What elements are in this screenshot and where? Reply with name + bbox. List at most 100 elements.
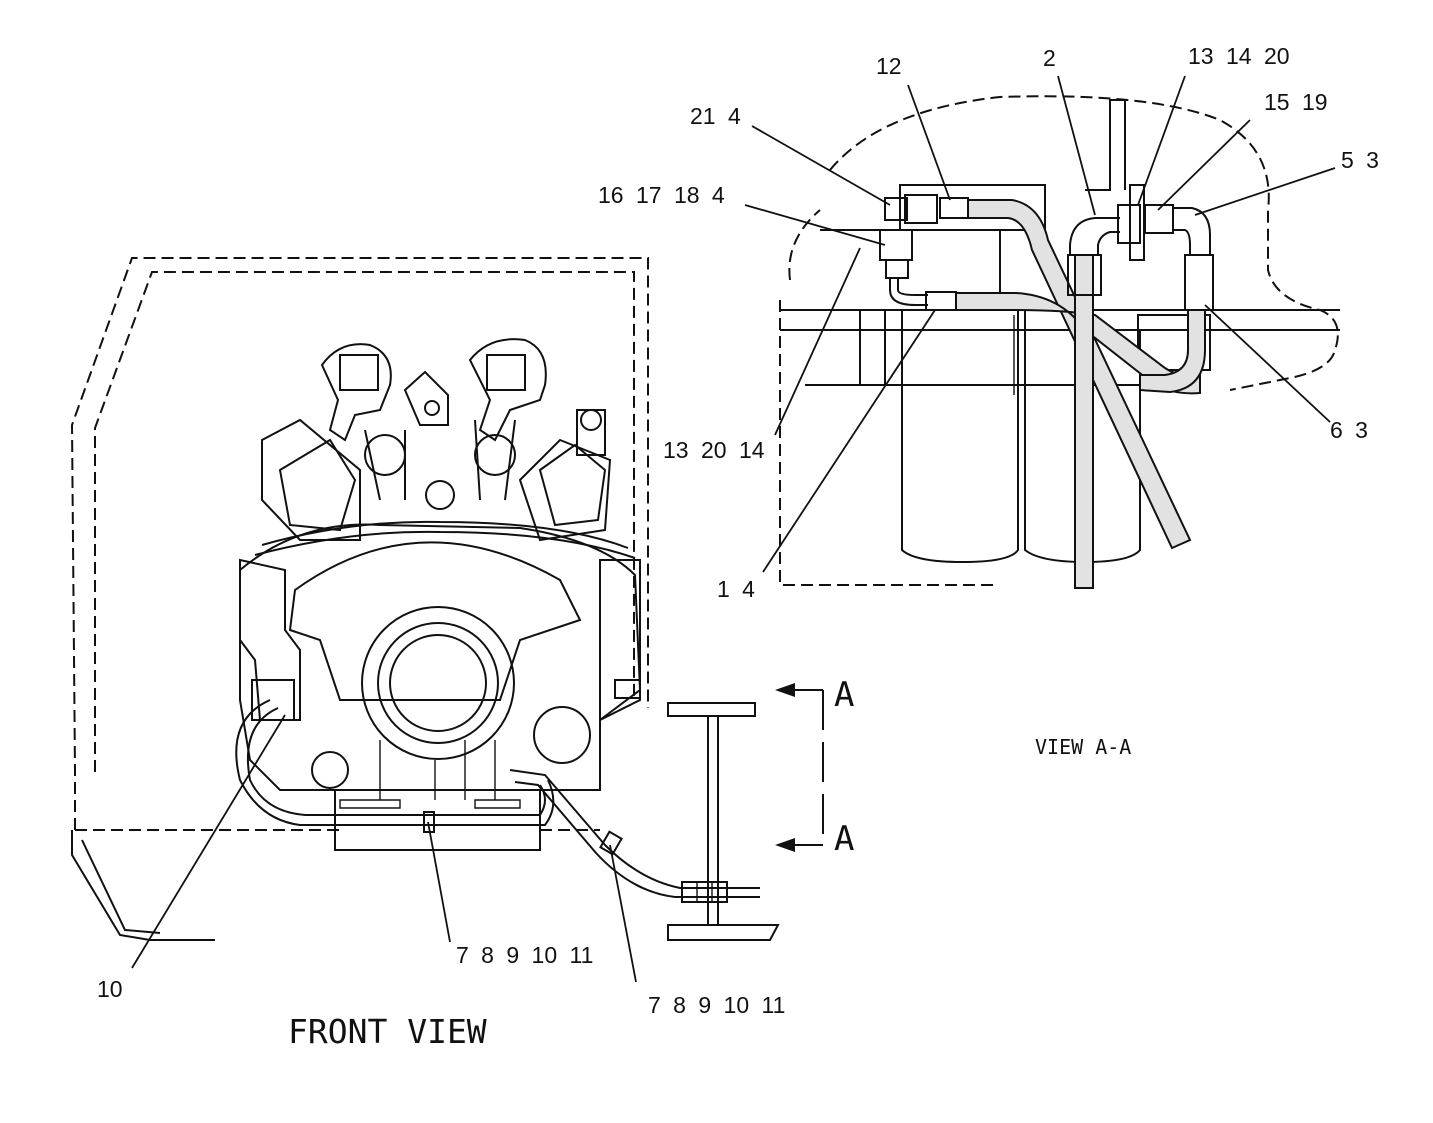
center-pipe [364, 419, 516, 501]
fitting-tee [904, 194, 938, 224]
front-view-drawing [70, 257, 780, 941]
center-tab-hole [424, 400, 440, 416]
wiring-harness [261, 520, 629, 549]
fitting-1-4 [925, 291, 957, 311]
leader-16-17-18-4 [744, 204, 886, 246]
clamp-right [599, 830, 623, 856]
leader-13-14-20-top [1137, 75, 1186, 206]
elbow-2 [1069, 217, 1120, 255]
frame-foot [71, 830, 215, 941]
fitting-2-nut [1067, 254, 1102, 296]
hose-6-3 [1139, 309, 1206, 394]
right-pump [533, 706, 591, 764]
elbow-1-4 [889, 278, 928, 306]
fitting-6-3 [1184, 254, 1214, 311]
crank-pulley-outer [361, 606, 515, 760]
callout-13-20-14: 13 20 14 [663, 437, 765, 463]
section-arrow-top-head [775, 683, 795, 697]
leader-15-19 [1157, 119, 1251, 211]
fuel-line-left [235, 699, 390, 826]
callout-10: 10 [97, 976, 123, 1002]
hose-fittings [681, 881, 728, 903]
hose-2 [1074, 254, 1094, 589]
timing-cover [288, 541, 582, 701]
left-bank-head [261, 418, 361, 541]
sensor-top-right-cap [580, 409, 602, 431]
leader-7-11-right [609, 844, 637, 983]
leader-lines [131, 75, 1336, 983]
left-side-bracket [239, 558, 301, 721]
filter-base-housing [780, 309, 1340, 386]
right-mount-block [1137, 314, 1211, 371]
frame-outline-outer [70, 257, 649, 830]
right-bank-head [518, 438, 612, 542]
fitting-15-19 [1144, 204, 1174, 234]
leader-1-4 [762, 309, 936, 573]
leader-10 [131, 714, 286, 969]
callout-7-11-center: 7 8 9 10 11 [456, 942, 593, 968]
fitting-12 [939, 197, 969, 219]
callout-12: 12 [876, 53, 902, 79]
right-pipe-boss [474, 434, 516, 476]
callout-labels: 10 7 8 9 10 11 7 8 9 10 11 12 2 13 14 20… [97, 43, 1379, 1018]
hose-12 [967, 199, 1192, 550]
callout-16-17-18-4: 16 17 18 4 [598, 182, 725, 208]
fuel-line-left-2 [246, 707, 390, 816]
leader-5-3 [1194, 167, 1336, 216]
elbow-5-3 [1173, 207, 1211, 255]
hose-1-4 [955, 292, 1201, 395]
fuel-line-right-2 [514, 781, 760, 898]
callout-2: 2 [1043, 45, 1056, 71]
right-bank-cover [538, 443, 607, 527]
callout-7-11-right: 7 8 9 10 11 [648, 992, 785, 1018]
left-lift-eye [339, 354, 379, 391]
left-pump [311, 751, 349, 789]
frame-foot-inner [81, 839, 161, 934]
callout-13-14-20-top: 13 14 20 [1188, 43, 1290, 69]
top-bracket [1085, 99, 1126, 191]
oil-pan-ribs [339, 740, 521, 809]
center-tab [403, 370, 449, 426]
crank-pulley-inner [389, 634, 487, 732]
wiring-harness-2 [254, 530, 636, 559]
right-lift-eye [486, 354, 526, 391]
view-aa-outline [829, 95, 1339, 391]
leader-13-20-14 [774, 247, 861, 436]
section-marker: A A [775, 675, 854, 859]
view-aa-drawing [779, 95, 1340, 589]
left-bank-cover [278, 438, 357, 532]
callout-15-19: 15 19 [1264, 89, 1328, 115]
center-boss [425, 480, 455, 510]
mount-stand [667, 702, 780, 941]
fitting-16-18-nut [885, 259, 909, 279]
frame-outline-inner [94, 271, 635, 772]
leader-21-4 [751, 125, 891, 206]
view-titles: FRONT VIEW VIEW A-A [288, 735, 1131, 1051]
callout-6-3: 6 3 [1330, 417, 1368, 443]
left-lift-bracket [320, 343, 392, 442]
view-aa-title: VIEW A-A [1035, 735, 1131, 759]
filter-head [899, 184, 1046, 231]
callout-1-4: 1 4 [717, 576, 755, 602]
filter-canister-left [901, 310, 1019, 564]
leader-6-3 [1204, 304, 1331, 423]
left-sensor [251, 679, 295, 721]
section-letter-top: A [834, 675, 854, 715]
right-clamp [614, 679, 641, 699]
oil-pan [334, 790, 541, 851]
front-view-title: FRONT VIEW [288, 1012, 487, 1051]
leader-2 [1057, 75, 1096, 216]
fuel-line-bottom [390, 779, 555, 826]
leader-7-11-center [427, 821, 451, 943]
callout-21-4: 21 4 [690, 103, 741, 129]
view-aa-outline-bottom [779, 209, 995, 586]
callout-5-3: 5 3 [1341, 147, 1379, 173]
section-arrow-bottom-head [775, 838, 795, 852]
crank-pulley-mid [377, 622, 499, 744]
right-side-panel [599, 559, 641, 722]
fitting-21-4 [884, 197, 908, 221]
right-lift-bracket [468, 338, 547, 442]
section-letter-bottom: A [834, 819, 854, 859]
fuel-line-right [509, 769, 760, 889]
